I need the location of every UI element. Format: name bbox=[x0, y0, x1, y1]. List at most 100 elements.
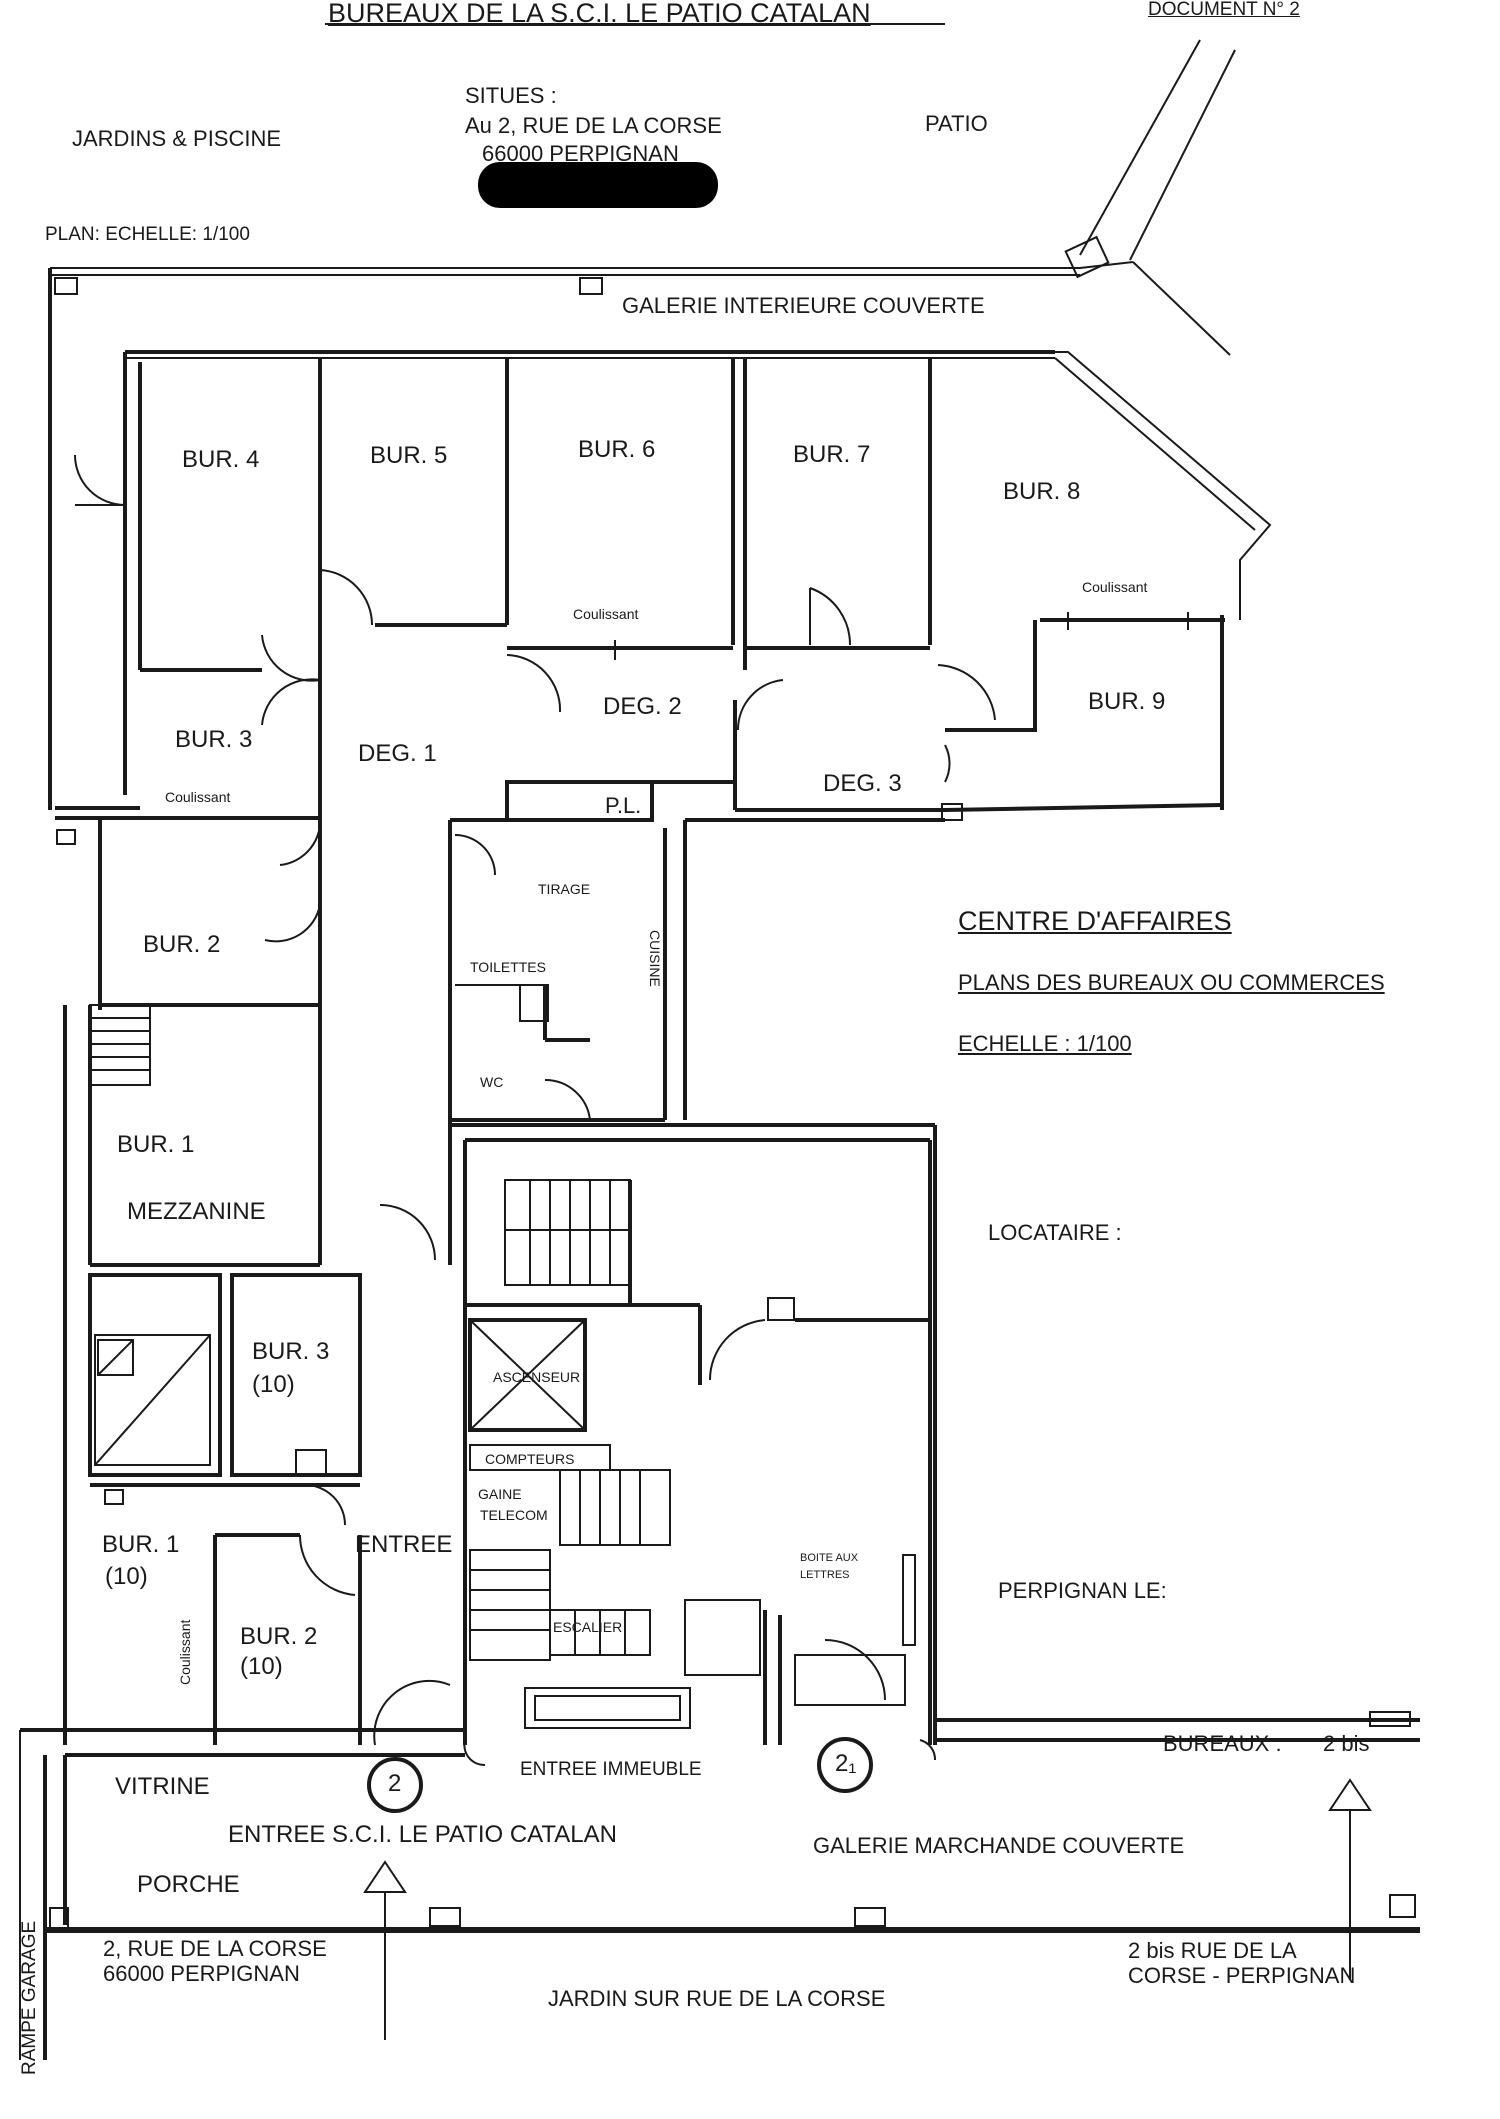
door-swing bbox=[279, 814, 322, 866]
room-bur4: BUR. 4 bbox=[182, 446, 260, 473]
room-bur3-10: BUR. 3 bbox=[252, 1338, 330, 1365]
boite-label: BOITE AUX bbox=[800, 1552, 859, 1564]
toilettes-label: TOILETTES bbox=[470, 959, 546, 975]
compteurs-label: COMPTEURS bbox=[485, 1451, 575, 1467]
coulissant-bur1: Coulissant bbox=[177, 1619, 193, 1685]
bur9-bottom-wall bbox=[944, 803, 1223, 812]
legend-perpignan-le: PERPIGNAN LE: bbox=[998, 1578, 1167, 1603]
stair-mid bbox=[559, 1469, 671, 1546]
door-swing bbox=[919, 1739, 937, 1761]
stair-lower bbox=[469, 1549, 551, 1661]
address-right-line-1: 2 bis RUE DE LA bbox=[1128, 1938, 1297, 1963]
room-bur3-10-num: (10) bbox=[252, 1371, 295, 1398]
column-marker bbox=[429, 1907, 461, 1927]
room-bur1: BUR. 1 bbox=[117, 1131, 195, 1158]
tirage-label: TIRAGE bbox=[538, 881, 591, 897]
porche-label: PORCHE bbox=[137, 1871, 240, 1898]
legend-plans: PLANS DES BUREAUX OU COMMERCES bbox=[958, 970, 1385, 995]
patio-label: PATIO bbox=[925, 111, 988, 136]
room-bur2: BUR. 2 bbox=[143, 931, 221, 958]
door-swing bbox=[809, 587, 852, 646]
compteurs-box bbox=[469, 1444, 611, 1471]
door-swing bbox=[506, 654, 562, 713]
room-bur7: BUR. 7 bbox=[793, 441, 871, 468]
entry-number-2: 2 bbox=[388, 1770, 402, 1797]
entree-label: ENTREE bbox=[355, 1531, 453, 1558]
telecom-label: TELECOM bbox=[480, 1507, 548, 1523]
wc-label: WC bbox=[480, 1074, 504, 1090]
door-swing bbox=[264, 904, 321, 943]
coulissant-bur6: Coulissant bbox=[573, 606, 639, 622]
mailbox-rack bbox=[902, 1554, 916, 1646]
threshold-inner bbox=[534, 1695, 681, 1721]
door-swing bbox=[736, 679, 784, 731]
door-swing bbox=[261, 634, 321, 682]
room-deg2: DEG. 2 bbox=[603, 693, 682, 720]
entry-number-circle bbox=[817, 1737, 873, 1793]
pl-box bbox=[505, 780, 654, 822]
address-line-2: 66000 PERPIGNAN bbox=[482, 141, 679, 166]
column-marker bbox=[1369, 1711, 1411, 1727]
entry-number-21: 2₁ bbox=[835, 1750, 857, 1777]
room-bur1-10: BUR. 1 bbox=[102, 1531, 180, 1558]
legend-locataire: LOCATAIRE : bbox=[988, 1220, 1122, 1245]
room-bur3: BUR. 3 bbox=[175, 726, 253, 753]
entry-arrow bbox=[363, 1860, 407, 1893]
counter-box bbox=[794, 1654, 906, 1706]
small-box bbox=[97, 1339, 134, 1376]
plan-title: BUREAUX DE LA S.C.I. LE PATIO CATALAN bbox=[328, 0, 871, 28]
storage-cross bbox=[94, 1334, 211, 1466]
entree-immeuble-label: ENTREE IMMEUBLE bbox=[520, 1759, 702, 1780]
lettres-label: LETTRES bbox=[800, 1569, 850, 1581]
door-swing bbox=[824, 1639, 886, 1701]
room-bur2-10: BUR. 2 bbox=[240, 1623, 318, 1650]
vitrine-label: VITRINE bbox=[115, 1773, 210, 1800]
pl-label: P.L. bbox=[605, 793, 642, 818]
rampe-garage-label: RAMPE GARAGE bbox=[19, 1920, 40, 2075]
address-right-line-2: CORSE - PERPIGNAN bbox=[1128, 1963, 1356, 1988]
patio-edge bbox=[1129, 49, 1236, 261]
room-mezzanine: MEZZANINE bbox=[127, 1198, 266, 1225]
patio-edge bbox=[1079, 39, 1201, 256]
gaine-label: GAINE bbox=[478, 1486, 522, 1502]
storage-diagonal bbox=[94, 1334, 211, 1466]
door-swing bbox=[304, 1484, 346, 1526]
jardins-label: JARDINS & PISCINE bbox=[72, 126, 282, 151]
legend-echelle: ECHELLE : 1/100 bbox=[958, 1031, 1132, 1056]
door-swing bbox=[937, 664, 996, 721]
gallery-right-wall bbox=[1132, 261, 1231, 356]
door-swing bbox=[298, 1534, 356, 1596]
legend-centre: CENTRE D'AFFAIRES bbox=[958, 906, 1232, 936]
bureaux-label: BUREAUX : bbox=[1163, 1731, 1282, 1756]
column-marker bbox=[295, 1449, 327, 1476]
galerie-marchande-label: GALERIE MARCHANDE COUVERTE bbox=[813, 1833, 1185, 1858]
bur9-left-wall bbox=[945, 620, 1037, 732]
column-marker bbox=[941, 803, 963, 821]
room-bur6: BUR. 6 bbox=[578, 436, 656, 463]
situes-label: SITUES : bbox=[465, 83, 557, 108]
redaction-bar bbox=[478, 162, 718, 208]
ascenseur-label: ASCENSEUR bbox=[493, 1369, 581, 1385]
bureaux-number: 2 bis bbox=[1323, 1731, 1370, 1756]
jardin-rue-label: JARDIN SUR RUE DE LA CORSE bbox=[548, 1986, 886, 2011]
room-bur5: BUR. 5 bbox=[370, 442, 448, 469]
room-bur8: BUR. 8 bbox=[1003, 478, 1081, 505]
door-swing bbox=[373, 1680, 451, 1746]
elevator-cross bbox=[469, 1319, 586, 1431]
door-swing bbox=[544, 1078, 591, 1121]
document-number: DOCUMENT N° 2 bbox=[1148, 0, 1300, 20]
elevator-box bbox=[468, 1318, 587, 1432]
room-deg3: DEG. 3 bbox=[823, 770, 902, 797]
gallery-top-wall bbox=[1079, 261, 1134, 269]
door-swing bbox=[944, 744, 951, 783]
door-swing bbox=[319, 569, 374, 626]
door-swing bbox=[261, 678, 321, 726]
scale-label: PLAN: ECHELLE: 1/100 bbox=[45, 224, 250, 245]
column-marker bbox=[1389, 1894, 1416, 1918]
escalier-label: ESCALIER bbox=[553, 1619, 623, 1635]
coulissant-bur8: Coulissant bbox=[1082, 579, 1148, 595]
address-line-1: Au 2, RUE DE LA CORSE bbox=[465, 113, 722, 138]
room-bur2-10-num: (10) bbox=[240, 1653, 283, 1680]
entry-arrow bbox=[1328, 1778, 1372, 1811]
